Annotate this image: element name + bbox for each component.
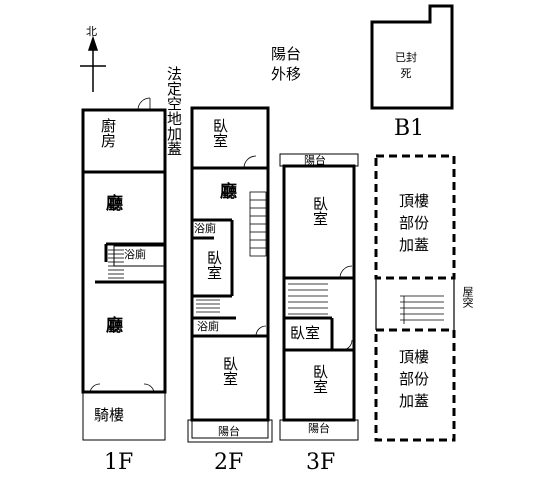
f1-hall-upper-label: 廳 [106,194,123,214]
f3-balcony-top-label: 陽台 [304,154,326,167]
floor-2f-outline [187,106,273,443]
f2-hall-label: 廳 [220,182,237,202]
rooftop-protrusion-label: 屋突 [461,286,474,308]
legal-open-space-annotation: 法定空地加蓋 [165,66,183,156]
f2-bedroom-bottom-label: 臥室 [221,356,239,386]
f3-bedroom-mid-label: 臥室 [290,324,321,342]
floor-3f-outline [279,153,359,441]
floor-1f-outline [81,97,167,441]
f1-hall-lower-label: 廳 [106,316,123,336]
north-label: 北 [86,25,97,38]
f2-balcony-label: 陽台 [218,425,240,438]
roof-lower-label: 頂樓部份加蓋 [398,348,429,410]
f2-bedroom-top-label: 臥室 [211,118,229,148]
roof-upper-label: 頂樓部份加蓋 [398,192,429,254]
f2-floor-label: 2F [214,450,244,475]
f3-bedroom-top-label: 臥室 [311,196,329,226]
f2-bath-top-label: 浴廁 [194,222,216,235]
b1-floor-label: B1 [394,116,425,141]
f1-arcade-label: 騎樓 [94,406,125,424]
balcony-moved-annotation: 陽台外移 [270,45,301,83]
f1-kitchen-label: 廚房 [99,118,117,148]
floor-b1-outline [370,4,454,110]
sealed-annotation: 已封死 [395,51,417,80]
f3-floor-label: 3F [306,450,336,475]
f3-bedroom-bottom-label: 臥室 [311,364,329,394]
f3-balcony-bottom-label: 陽台 [308,422,330,435]
rooftop-outline [374,154,456,442]
north-arrow-icon [80,35,106,92]
f1-bath-label: 浴廁 [124,248,146,261]
f2-bath-low-label: 浴廁 [197,320,219,333]
f2-bedroom-mid-label: 臥室 [205,250,223,280]
f1-floor-label: 1F [104,450,134,475]
